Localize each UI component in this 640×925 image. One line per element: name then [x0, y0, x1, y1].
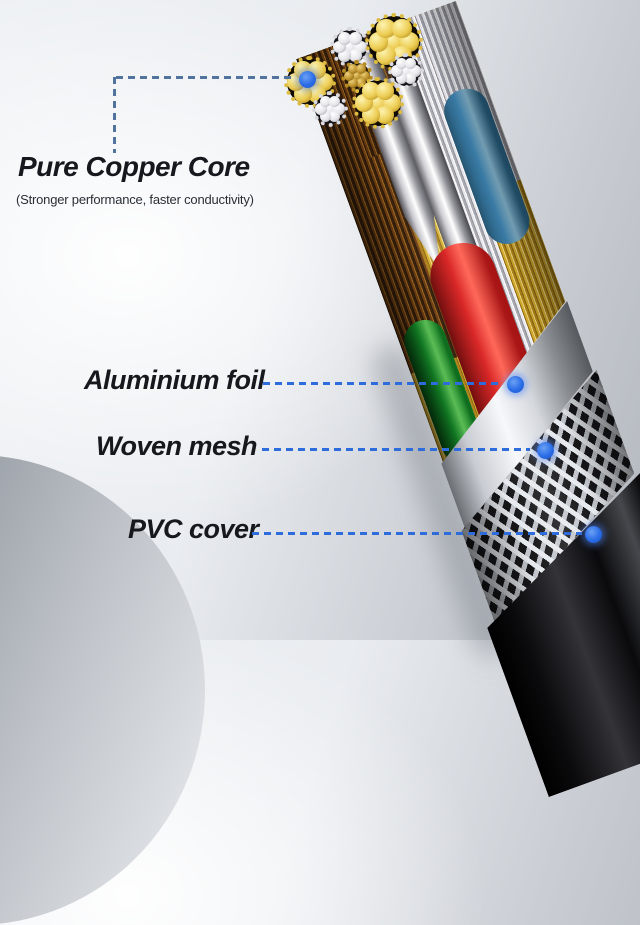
copper-strand-cross-section — [328, 95, 341, 107]
callout-dot-pvc-cover — [585, 526, 602, 543]
callout-line — [116, 76, 294, 79]
copper-strand-cross-section — [348, 64, 359, 75]
copper-strand-cross-section — [355, 64, 366, 75]
copper-strand-cross-section — [315, 103, 327, 115]
copper-strand-cross-section — [348, 49, 362, 63]
callout-line — [263, 382, 503, 385]
wire-bundle-gold-lower — [352, 77, 404, 129]
copper-strand-cross-section — [338, 31, 352, 45]
cable-graphic — [296, 1, 640, 792]
wire-bundle-white-right — [388, 53, 424, 89]
label-woven-mesh: Woven mesh — [96, 431, 258, 461]
copper-strand-cross-section — [376, 18, 397, 39]
copper-strand-cross-section — [324, 103, 336, 115]
wire-bundle-brass-center — [341, 60, 373, 92]
copper-strand-cross-section — [352, 71, 362, 81]
callout-dot-copper-core — [299, 71, 316, 88]
copper-strand-cross-section — [391, 18, 412, 39]
callout-line — [262, 448, 530, 451]
copper-strand-cross-section — [404, 73, 417, 85]
label-copper-core-subtitle: (Stronger performance, faster conductivi… — [16, 192, 254, 207]
copper-strand-cross-section — [348, 31, 362, 45]
copper-strand-cross-section — [328, 111, 341, 123]
copper-strand-cross-section — [362, 82, 380, 100]
callout-dot-aluminium-foil — [507, 376, 524, 393]
copper-strand-cross-section — [400, 65, 412, 77]
wire-bundle-white-top — [330, 27, 370, 67]
copper-strand-cross-section — [395, 73, 408, 85]
copper-strand-cross-section — [319, 95, 332, 107]
callout-line — [252, 532, 582, 535]
copper-strand-cross-section — [319, 111, 332, 123]
wire-bundle-white-lower — [312, 91, 348, 127]
copper-strand-cross-section — [344, 71, 355, 81]
copper-strand-cross-section — [333, 103, 345, 115]
copper-strand-cross-section — [395, 57, 408, 69]
label-copper-core: Pure Copper Core — [18, 151, 250, 182]
label-aluminium-foil: Aluminium foil — [84, 365, 265, 395]
label-pvc-cover: PVC cover — [128, 514, 259, 544]
copper-strand-cross-section — [359, 71, 370, 81]
copper-strand-cross-section — [376, 106, 394, 124]
copper-strand-cross-section — [409, 65, 421, 77]
copper-strand-cross-section — [348, 77, 359, 88]
callout-dot-woven-mesh — [537, 442, 554, 459]
copper-strand-cross-section — [404, 57, 417, 69]
copper-strand-cross-section — [376, 82, 394, 100]
copper-strand-cross-section — [391, 65, 403, 77]
callout-line-vertical — [113, 77, 116, 153]
